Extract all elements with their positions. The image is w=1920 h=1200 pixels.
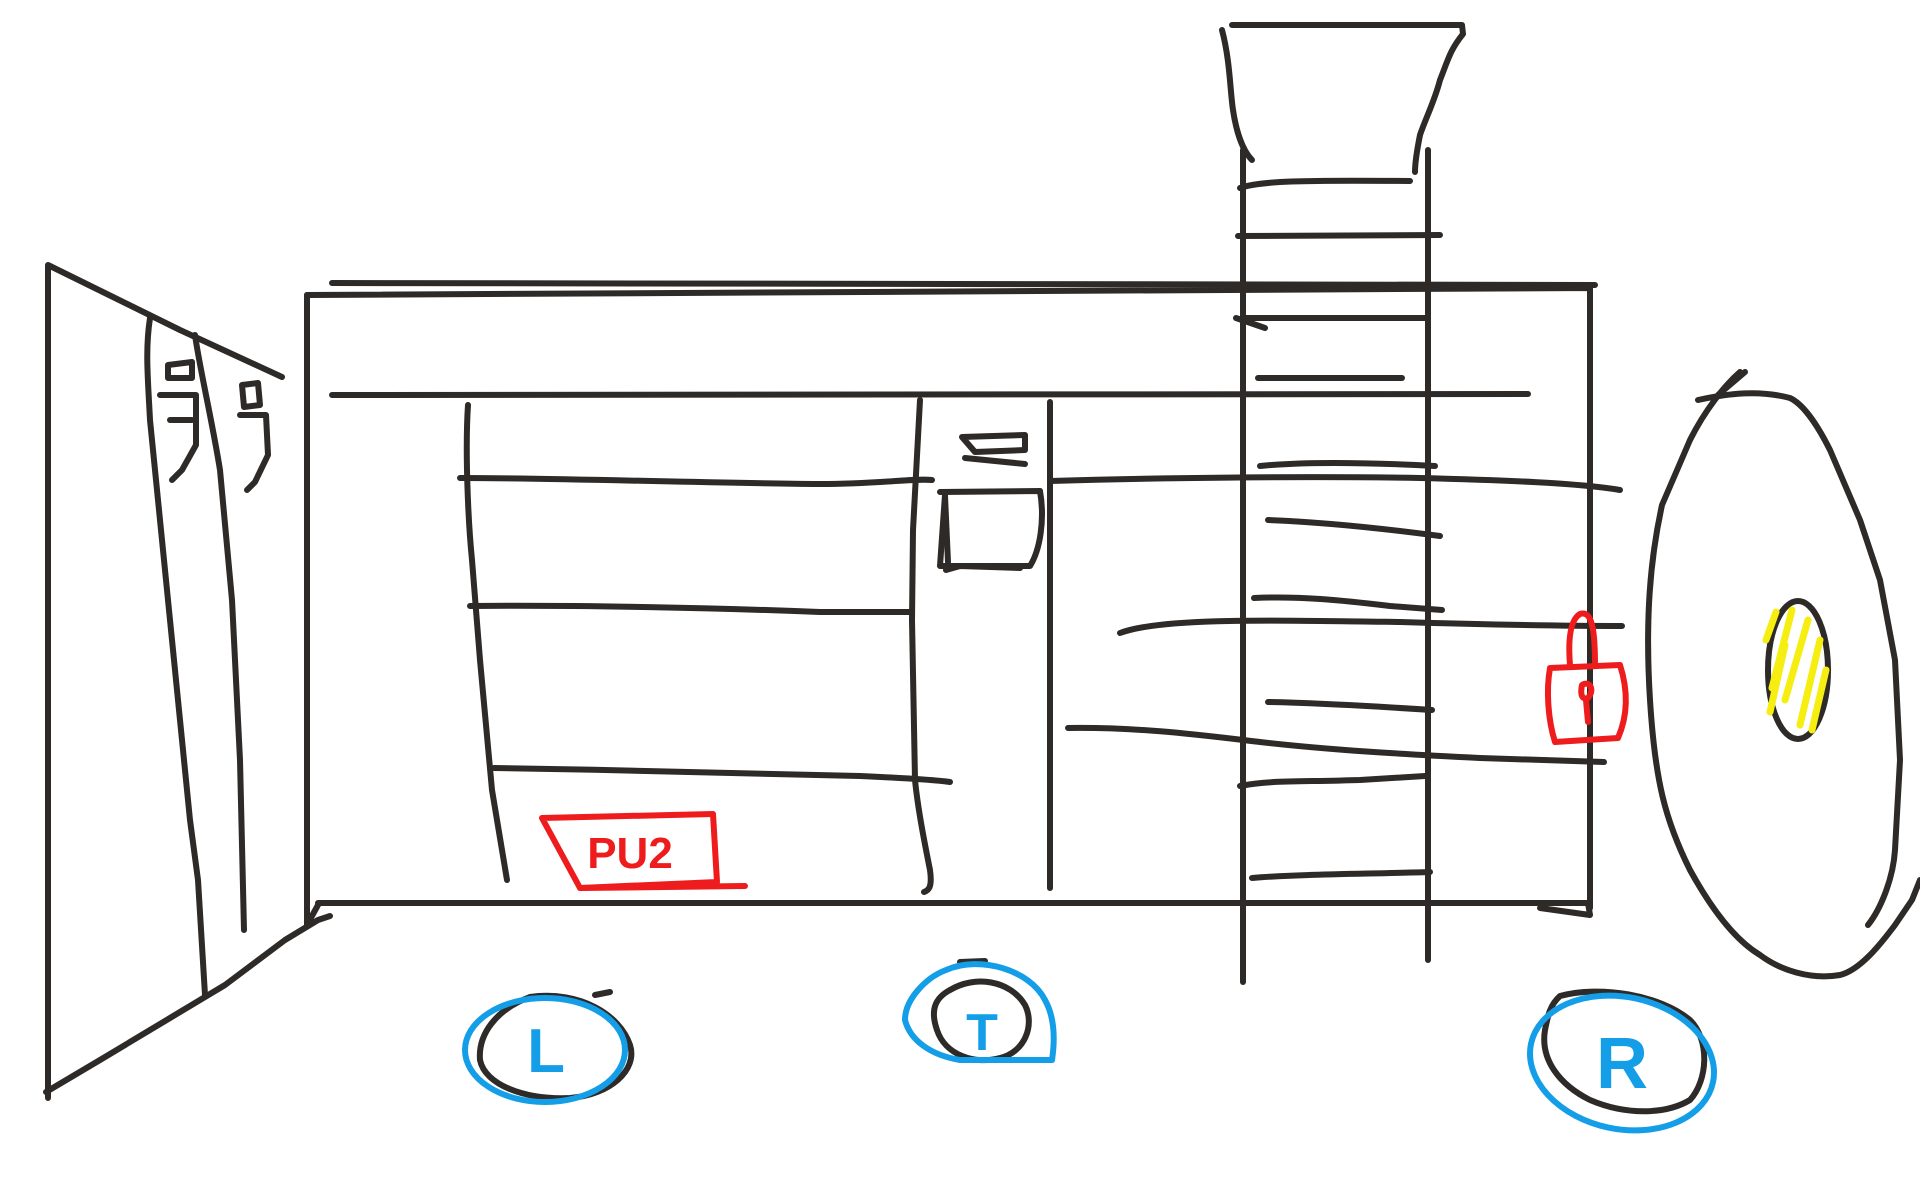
portal-icon[interactable] xyxy=(1645,369,1920,980)
nav-right-label: R xyxy=(1596,1024,1648,1104)
nav-top-label: T xyxy=(966,1004,998,1062)
padlock-icon[interactable] xyxy=(1544,610,1629,745)
door-icon[interactable] xyxy=(43,262,333,1101)
right-shelving xyxy=(1047,399,1625,891)
puzzle-label: PU2 xyxy=(587,829,673,878)
left-shelving xyxy=(457,397,953,895)
room-frame xyxy=(304,280,1598,928)
box-icon[interactable] xyxy=(937,432,1045,573)
nav-right-button[interactable]: R xyxy=(1517,979,1726,1147)
nav-left-label: L xyxy=(527,1017,565,1086)
nav-top-button[interactable]: T xyxy=(902,958,1057,1064)
nav-left-button[interactable]: L xyxy=(462,989,635,1105)
ladder-icon[interactable] xyxy=(1219,22,1466,985)
puzzle-tag[interactable]: PU2 xyxy=(539,811,748,891)
